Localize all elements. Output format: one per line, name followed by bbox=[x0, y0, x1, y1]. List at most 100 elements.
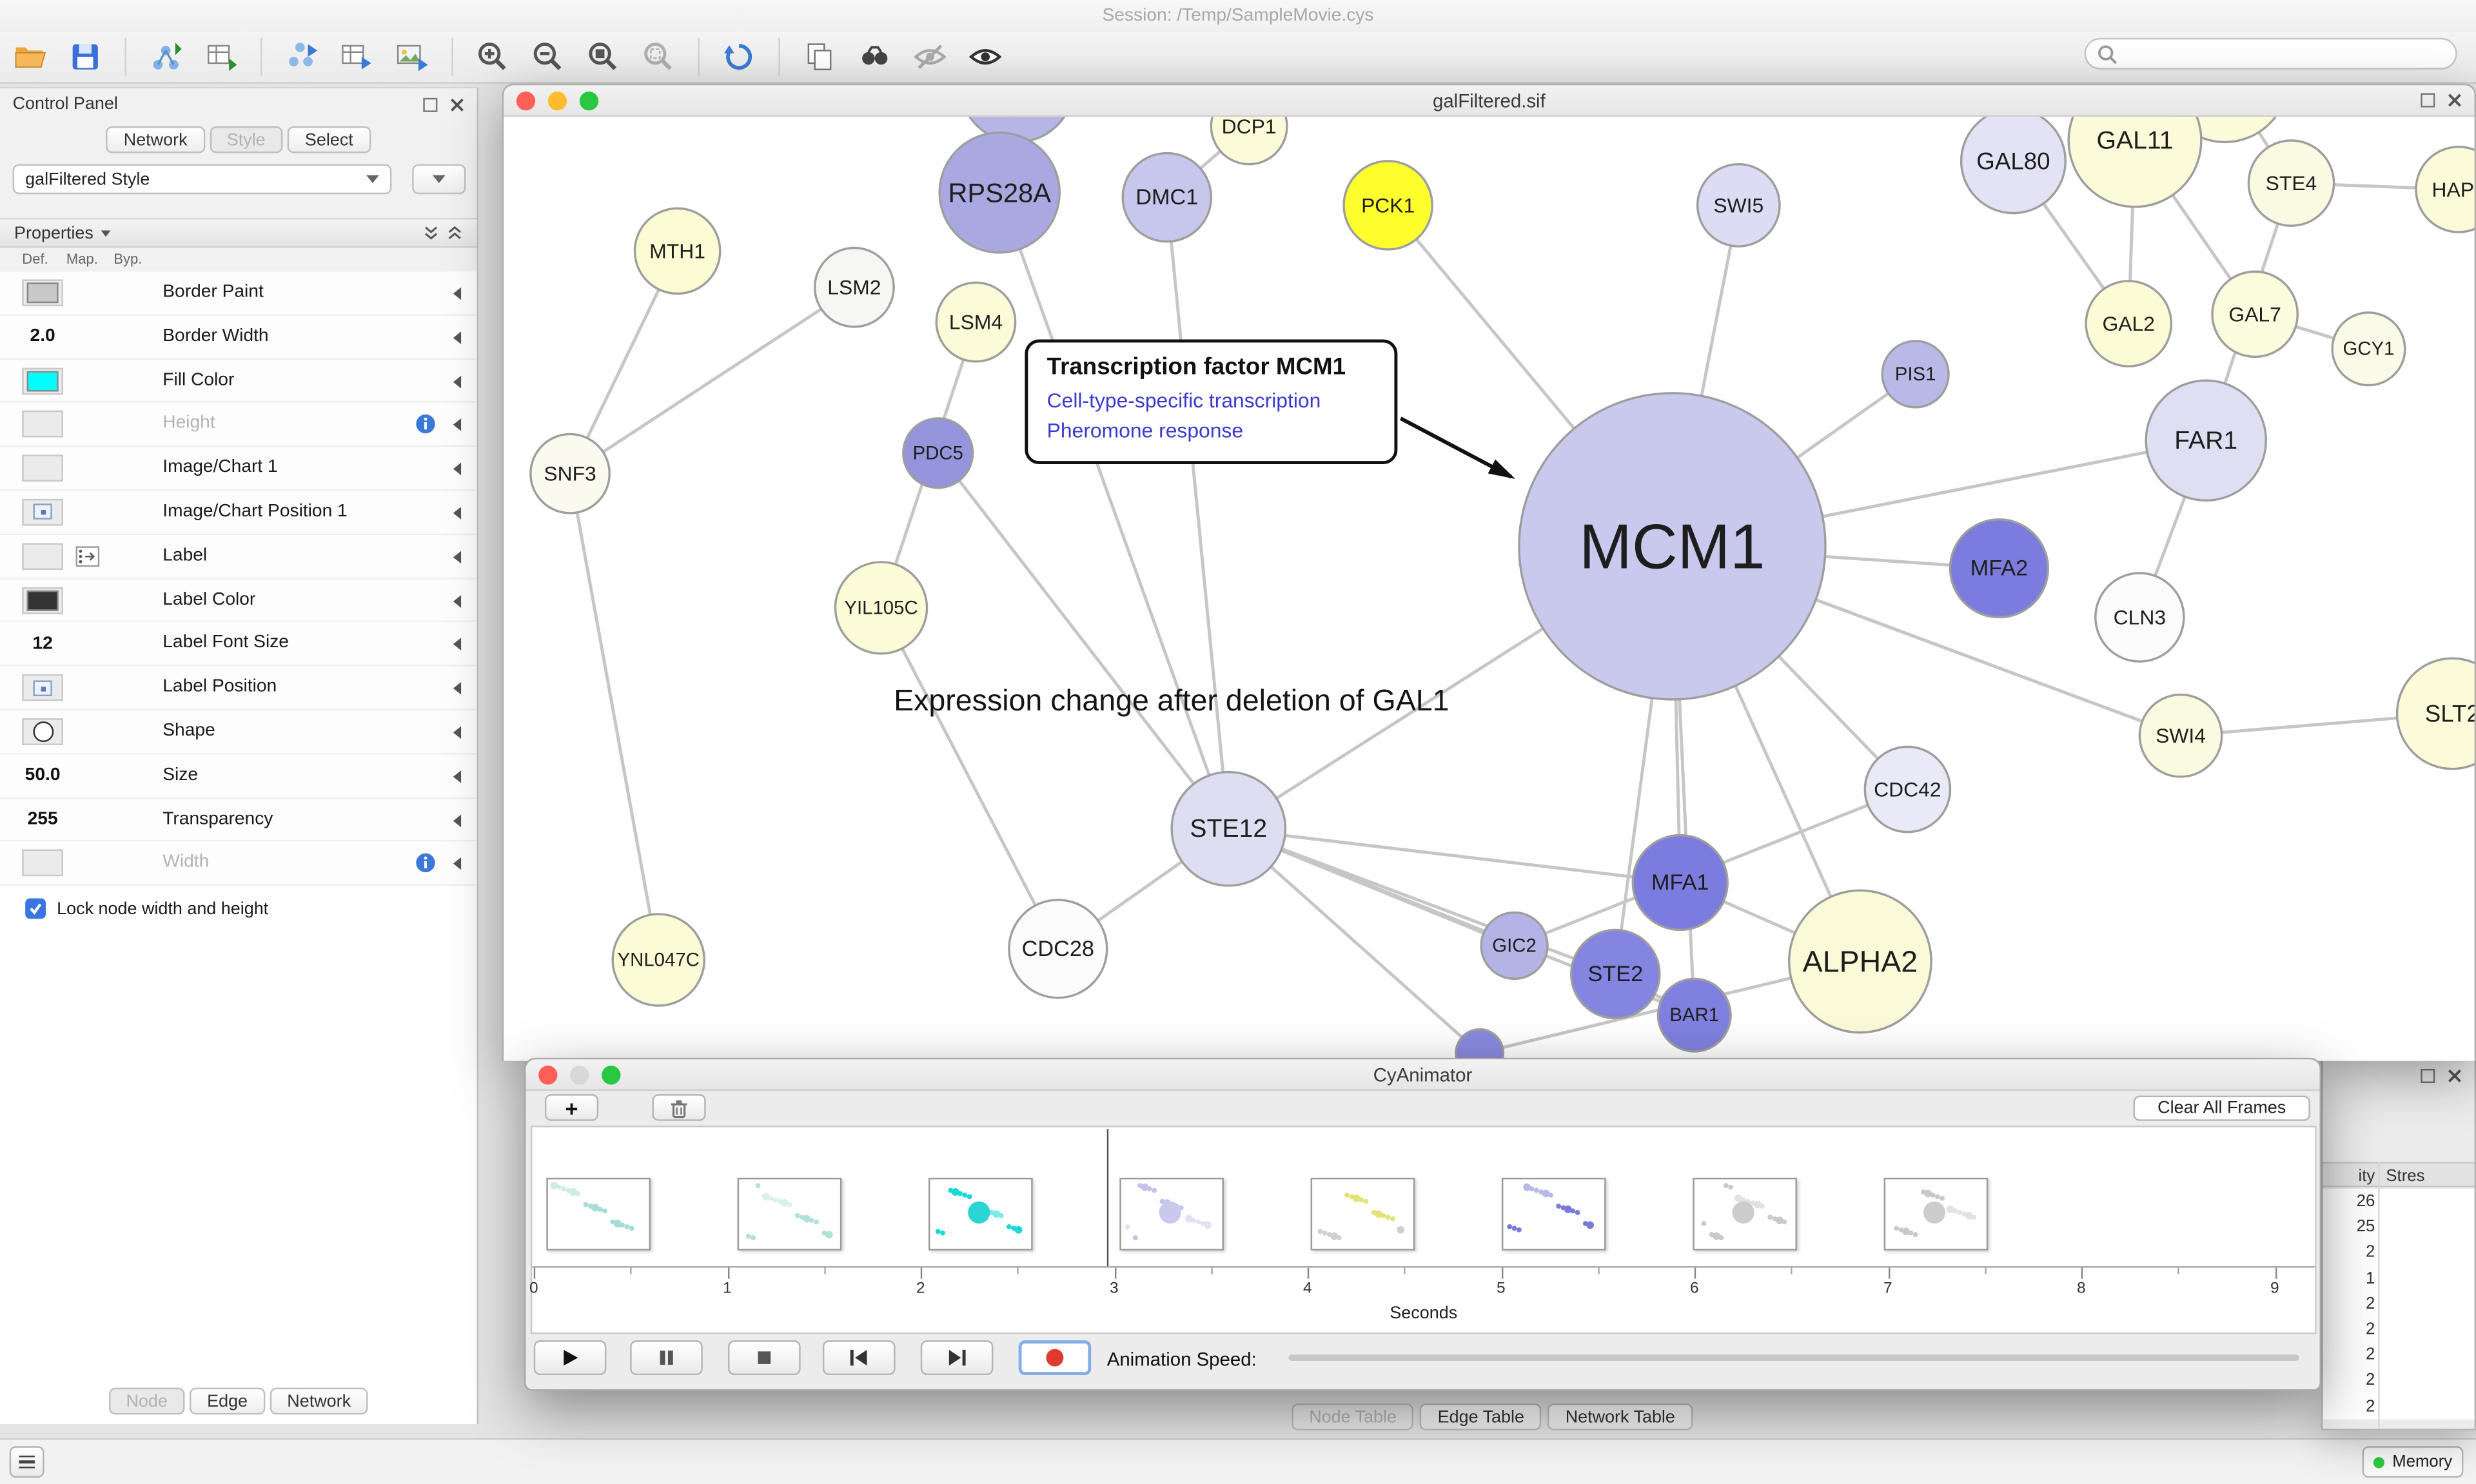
expand-row-icon[interactable] bbox=[453, 463, 462, 476]
minimize-traffic-light[interactable] bbox=[547, 90, 567, 110]
table-row[interactable]: 2 bbox=[2323, 1367, 2475, 1394]
property-default-cell[interactable] bbox=[22, 674, 63, 701]
style-dropdown[interactable]: galFiltered Style bbox=[12, 164, 392, 195]
property-default-cell[interactable] bbox=[22, 367, 63, 395]
annotation-link[interactable]: Cell-type-specific transcription bbox=[1046, 388, 1321, 413]
network-node-cdc42[interactable] bbox=[1863, 745, 1952, 834]
animation-speed-slider[interactable] bbox=[1288, 1354, 2299, 1362]
pause-button[interactable] bbox=[630, 1340, 703, 1376]
property-mapping-cell[interactable] bbox=[70, 674, 104, 701]
property-row[interactable]: Height bbox=[0, 403, 477, 447]
close-traffic-light[interactable] bbox=[516, 90, 536, 110]
network-node-gal7[interactable] bbox=[2211, 270, 2299, 358]
expand-row-icon[interactable] bbox=[453, 770, 462, 783]
show-eye-icon[interactable] bbox=[965, 36, 1006, 77]
cyanimator-titlebar[interactable]: CyAnimator bbox=[526, 1059, 2320, 1091]
network-node-mfa2[interactable] bbox=[1949, 518, 2050, 619]
tab-style[interactable]: Style bbox=[209, 126, 283, 153]
zoom-traffic-light[interactable] bbox=[602, 1064, 621, 1084]
frame-thumbnail[interactable] bbox=[928, 1177, 1033, 1251]
property-row[interactable]: Image/Chart 1 bbox=[0, 447, 477, 491]
import-table-button[interactable] bbox=[201, 36, 242, 77]
property-mapping-cell[interactable] bbox=[70, 543, 104, 570]
property-default-cell[interactable]: 255 bbox=[27, 810, 58, 829]
annotation-box[interactable]: Transcription factor MCM1 Cell-type-spec… bbox=[1025, 339, 1398, 464]
properties-header[interactable]: Properties bbox=[0, 217, 477, 248]
expand-row-icon[interactable] bbox=[453, 682, 462, 695]
network-node-ste2[interactable] bbox=[1570, 928, 1661, 1020]
property-default-cell[interactable]: 12 bbox=[32, 634, 53, 654]
info-icon[interactable] bbox=[415, 415, 436, 440]
network-node-alpha2[interactable] bbox=[1787, 889, 1932, 1034]
expand-row-icon[interactable] bbox=[453, 594, 462, 607]
save-session-button[interactable] bbox=[64, 36, 106, 77]
collapse-all-icon[interactable] bbox=[447, 224, 462, 242]
network-node-gal2[interactable] bbox=[2085, 280, 2173, 367]
panel-menu-button[interactable] bbox=[9, 1446, 44, 1478]
property-default-cell[interactable] bbox=[22, 542, 63, 570]
search-input[interactable] bbox=[2084, 37, 2457, 70]
network-node-bar1[interactable] bbox=[1656, 977, 1732, 1053]
network-edge[interactable] bbox=[997, 191, 1230, 830]
export-table-button[interactable] bbox=[337, 36, 378, 77]
property-mapping-cell[interactable] bbox=[70, 279, 104, 306]
tab-node-style[interactable]: Node bbox=[108, 1387, 185, 1415]
zoom-in-button[interactable] bbox=[472, 36, 513, 77]
hide-eye-icon[interactable] bbox=[910, 36, 951, 77]
property-row[interactable]: Label Position bbox=[0, 666, 477, 710]
annotation-link[interactable]: Pheromone response bbox=[1046, 418, 1244, 442]
expand-row-icon[interactable] bbox=[453, 726, 462, 739]
table-row[interactable]: 2 bbox=[2323, 1316, 2475, 1342]
network-svg[interactable]: RPS28BRPS28ADCP1DMC1PCK1SWI5GAL80GAL11ST… bbox=[504, 117, 2475, 1061]
network-edge[interactable] bbox=[569, 286, 856, 475]
property-default-cell[interactable] bbox=[22, 454, 63, 482]
column-header[interactable]: ity bbox=[2358, 1166, 2375, 1186]
network-node-mcm1[interactable] bbox=[1518, 392, 1827, 701]
network-node-hap2[interactable] bbox=[2415, 146, 2475, 233]
network-node-rps28a[interactable] bbox=[938, 132, 1061, 254]
network-node-lsm2[interactable] bbox=[813, 246, 895, 328]
expand-row-icon[interactable] bbox=[453, 418, 462, 432]
property-mapping-cell[interactable] bbox=[70, 762, 104, 789]
property-mapping-cell[interactable] bbox=[70, 499, 104, 526]
minimize-traffic-light[interactable] bbox=[570, 1064, 589, 1084]
close-panel-icon[interactable] bbox=[450, 97, 464, 112]
network-node-yil105c[interactable] bbox=[834, 561, 928, 655]
tab-edge-table[interactable]: Edge Table bbox=[1420, 1403, 1542, 1430]
property-mapping-cell[interactable] bbox=[70, 718, 104, 745]
network-node-gic2[interactable] bbox=[1480, 911, 1549, 981]
zoom-fit-button[interactable] bbox=[583, 36, 624, 77]
find-button[interactable] bbox=[854, 36, 896, 77]
property-row[interactable]: Width bbox=[0, 842, 477, 886]
add-frame-button[interactable]: + bbox=[544, 1094, 599, 1121]
export-network-button[interactable] bbox=[281, 36, 322, 77]
property-default-cell[interactable]: 2.0 bbox=[30, 327, 55, 347]
network-edge[interactable] bbox=[879, 607, 1059, 950]
network-edge[interactable] bbox=[568, 473, 660, 961]
export-image-button[interactable] bbox=[391, 36, 433, 77]
lock-node-size-row[interactable]: Lock node width and height bbox=[25, 898, 268, 919]
frame-thumbnail[interactable] bbox=[737, 1177, 842, 1251]
network-node-dmc1[interactable] bbox=[1121, 151, 1213, 243]
property-mapping-cell[interactable] bbox=[70, 587, 104, 614]
network-node-pis1[interactable] bbox=[1881, 340, 1950, 409]
expand-row-icon[interactable] bbox=[453, 857, 462, 871]
expand-row-icon[interactable] bbox=[453, 638, 462, 651]
zoom-traffic-light[interactable] bbox=[579, 90, 599, 110]
memory-button[interactable]: Memory bbox=[2362, 1446, 2464, 1478]
property-row[interactable]: Image/Chart Position 1 bbox=[0, 491, 477, 535]
property-default-cell[interactable] bbox=[22, 718, 63, 745]
expand-row-icon[interactable] bbox=[453, 331, 462, 344]
network-node-dcp1[interactable] bbox=[1210, 117, 1288, 166]
copy-button[interactable] bbox=[799, 36, 840, 77]
network-node-ste12[interactable] bbox=[1170, 770, 1287, 887]
network-node-slt2[interactable] bbox=[2395, 657, 2475, 770]
property-default-cell[interactable] bbox=[22, 279, 63, 307]
property-mapping-cell[interactable] bbox=[70, 324, 104, 351]
property-mapping-cell[interactable] bbox=[70, 850, 104, 877]
property-default-cell[interactable] bbox=[22, 850, 63, 877]
